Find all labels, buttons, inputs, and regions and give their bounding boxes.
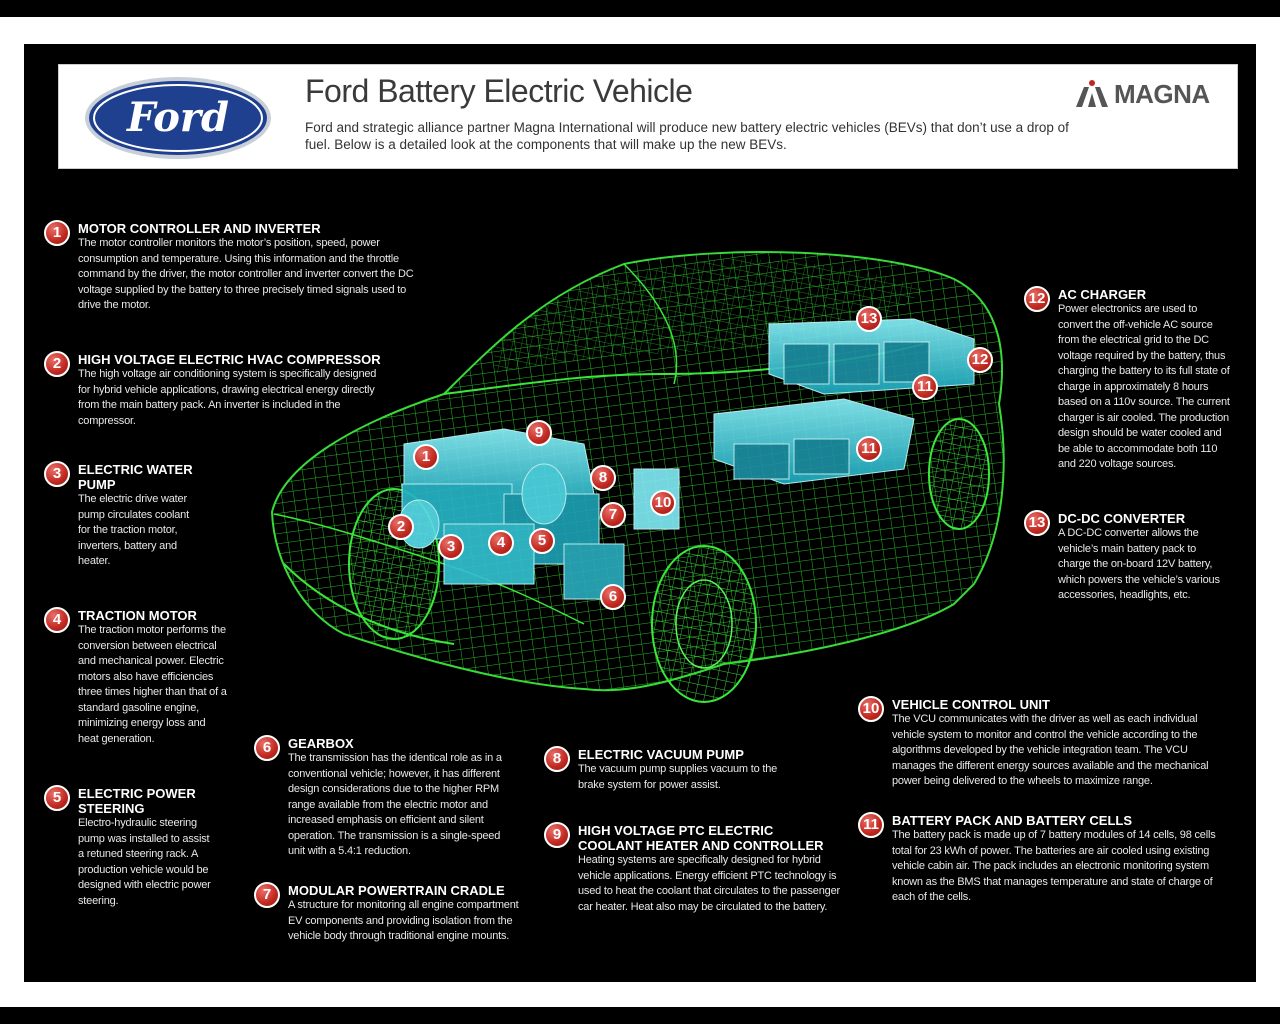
callout-8: 8 bbox=[590, 465, 616, 491]
component-number: 12 bbox=[1024, 286, 1050, 312]
component-title: MOTOR CONTROLLER AND INVERTER bbox=[78, 221, 321, 236]
component-title: MODULAR POWERTRAIN CRADLE bbox=[288, 883, 505, 898]
component-title: ELECTRIC WATER PUMP bbox=[78, 462, 193, 492]
component-title: HIGH VOLTAGE ELECTRIC HVAC COMPRESSOR bbox=[78, 352, 381, 367]
component-number: 4 bbox=[44, 607, 70, 633]
callout-7: 7 bbox=[600, 502, 626, 528]
component-title: VEHICLE CONTROL UNIT bbox=[892, 697, 1050, 712]
component-title: AC CHARGER bbox=[1058, 287, 1147, 302]
component-description: The high voltage air conditioning system… bbox=[78, 368, 377, 427]
component-title: GEARBOX bbox=[288, 736, 354, 751]
component-number: 11 bbox=[858, 812, 884, 838]
callout-10: 10 bbox=[650, 490, 676, 516]
component-description: The VCU communicates with the driver as … bbox=[892, 713, 1209, 787]
callout-12: 12 bbox=[967, 347, 993, 373]
component-title: DC-DC CONVERTER bbox=[1058, 511, 1186, 526]
header-banner: Ford Ford Battery Electric Vehicle Ford … bbox=[58, 64, 1238, 169]
component-number: 8 bbox=[544, 746, 570, 772]
component-number: 5 bbox=[44, 785, 70, 811]
callout-9: 9 bbox=[526, 420, 552, 446]
callout-13: 13 bbox=[856, 306, 882, 332]
component-title: ELECTRIC VACUUM PUMP bbox=[578, 747, 744, 762]
magna-logo: MAGNA bbox=[1074, 79, 1224, 109]
callout-4: 4 bbox=[488, 530, 514, 556]
callout-2: 2 bbox=[388, 514, 414, 540]
component-title: TRACTION MOTOR bbox=[78, 608, 197, 623]
car-wireframe-illustration bbox=[270, 251, 1005, 703]
ford-logo-icon: Ford bbox=[85, 77, 271, 159]
callout-1: 1 bbox=[413, 444, 439, 470]
component-description: The traction motor performs the conversi… bbox=[78, 624, 227, 745]
callout-5: 5 bbox=[529, 528, 555, 554]
magna-logo-icon bbox=[1076, 80, 1108, 107]
magna-logo-text: MAGNA bbox=[1114, 79, 1210, 109]
page-title: Ford Battery Electric Vehicle bbox=[305, 73, 693, 109]
callout-6: 6 bbox=[600, 584, 626, 610]
battery-pack-graphic bbox=[713, 318, 975, 485]
callout-11-lower: 11 bbox=[856, 436, 882, 462]
bottom-border bbox=[0, 1007, 1280, 1024]
top-border bbox=[0, 0, 1280, 17]
component-description: Power electronics are used to convert th… bbox=[1058, 303, 1230, 470]
component-number: 3 bbox=[44, 461, 70, 487]
component-description: Electro-hydraulic steering pump was inst… bbox=[78, 817, 211, 907]
callout-3: 3 bbox=[438, 534, 464, 560]
component-description: The electric drive water pump circulates… bbox=[78, 493, 189, 567]
component-number: 2 bbox=[44, 351, 70, 377]
callout-11-upper: 11 bbox=[912, 374, 938, 400]
component-number: 13 bbox=[1024, 510, 1050, 536]
component-description: The motor controller monitors the motor’… bbox=[78, 237, 414, 311]
component-number: 10 bbox=[858, 696, 884, 722]
component-title: HIGH VOLTAGE PTC ELECTRIC COOLANT HEATER… bbox=[578, 823, 824, 853]
component-description: A structure for monitoring all engine co… bbox=[288, 899, 519, 942]
component-description: The transmission has the identical role … bbox=[288, 752, 502, 857]
component-description: Heating systems are specifically designe… bbox=[578, 854, 840, 913]
component-description: A DC-DC converter allows the vehicle’s m… bbox=[1058, 527, 1220, 601]
component-title: BATTERY PACK AND BATTERY CELLS bbox=[892, 813, 1133, 828]
component-number: 7 bbox=[254, 882, 280, 908]
powertrain-components bbox=[398, 428, 680, 600]
component-number: 9 bbox=[544, 822, 570, 848]
infographic-panel: Ford Ford Battery Electric Vehicle Ford … bbox=[24, 44, 1256, 982]
component-number: 6 bbox=[254, 735, 280, 761]
component-description: The battery pack is made up of 7 battery… bbox=[892, 829, 1216, 903]
ford-logo-text: Ford bbox=[126, 94, 229, 141]
component-number: 1 bbox=[44, 220, 70, 246]
component-description: The vacuum pump supplies vacuum to the b… bbox=[578, 763, 778, 791]
page-subtitle: Ford and strategic alliance partner Magn… bbox=[305, 120, 1069, 152]
component-title: ELECTRIC POWER STEERING bbox=[78, 786, 196, 816]
